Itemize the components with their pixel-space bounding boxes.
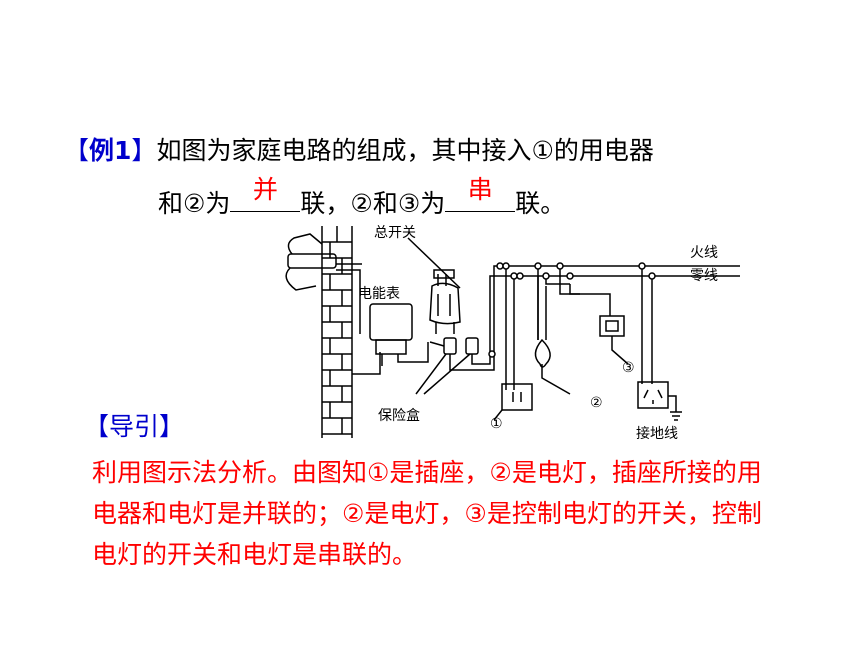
guide-text: 利用图示法分析。由图知①是插座，②是电灯，插座所接的用电器和电灯是并联的；②是电… bbox=[92, 458, 762, 569]
question-line-2: 和②为并联，②和③为串联。 bbox=[158, 175, 566, 221]
label-ground-wire: 接地线 bbox=[636, 425, 678, 442]
mark-lamp: ② bbox=[590, 395, 603, 411]
terminals bbox=[488, 262, 656, 358]
light-switch bbox=[599, 315, 625, 337]
service-line bbox=[287, 233, 323, 255]
guide-heading: 【导引】 bbox=[84, 412, 185, 441]
question-text-1: 如图为家庭电路的组成，其中接入①的用电器 bbox=[156, 136, 654, 165]
household-circuit-diagram: 总开关 电能表 保险盒 火线 零线 接地线 ① ② ③ bbox=[285, 225, 740, 442]
electric-meter bbox=[369, 303, 413, 341]
three-pin-socket bbox=[637, 381, 669, 409]
answer-2: 串 bbox=[467, 175, 493, 204]
label-neutral-wire: 零线 bbox=[690, 268, 718, 284]
light-bulb bbox=[534, 338, 551, 368]
label-main-switch: 总开关 bbox=[374, 225, 416, 241]
socket bbox=[501, 383, 533, 411]
question-text-2b: 联，②和③为 bbox=[300, 189, 446, 218]
question-text-2c: 联。 bbox=[515, 189, 566, 218]
label-fuse-box: 保险盒 bbox=[378, 407, 420, 424]
mark-switch: ③ bbox=[622, 360, 635, 376]
mark-socket: ① bbox=[490, 416, 503, 432]
example-tag: 【例1】 bbox=[64, 136, 157, 165]
brick-wall bbox=[321, 226, 353, 438]
label-meter: 电能表 bbox=[358, 286, 400, 302]
answer-blank-2: 串 bbox=[445, 175, 516, 212]
answer-1: 并 bbox=[252, 175, 278, 204]
answer-blank-1: 并 bbox=[230, 175, 301, 212]
fuse-box-left bbox=[443, 337, 457, 355]
main-switch bbox=[429, 282, 461, 325]
fuse-box-right bbox=[465, 337, 479, 355]
label-live-wire: 火线 bbox=[690, 245, 718, 261]
question-line-1: 【例1】如图为家庭电路的组成，其中接入①的用电器 bbox=[64, 134, 654, 168]
question-text-2a: 和②为 bbox=[158, 189, 231, 218]
entry-bracket bbox=[287, 253, 337, 269]
